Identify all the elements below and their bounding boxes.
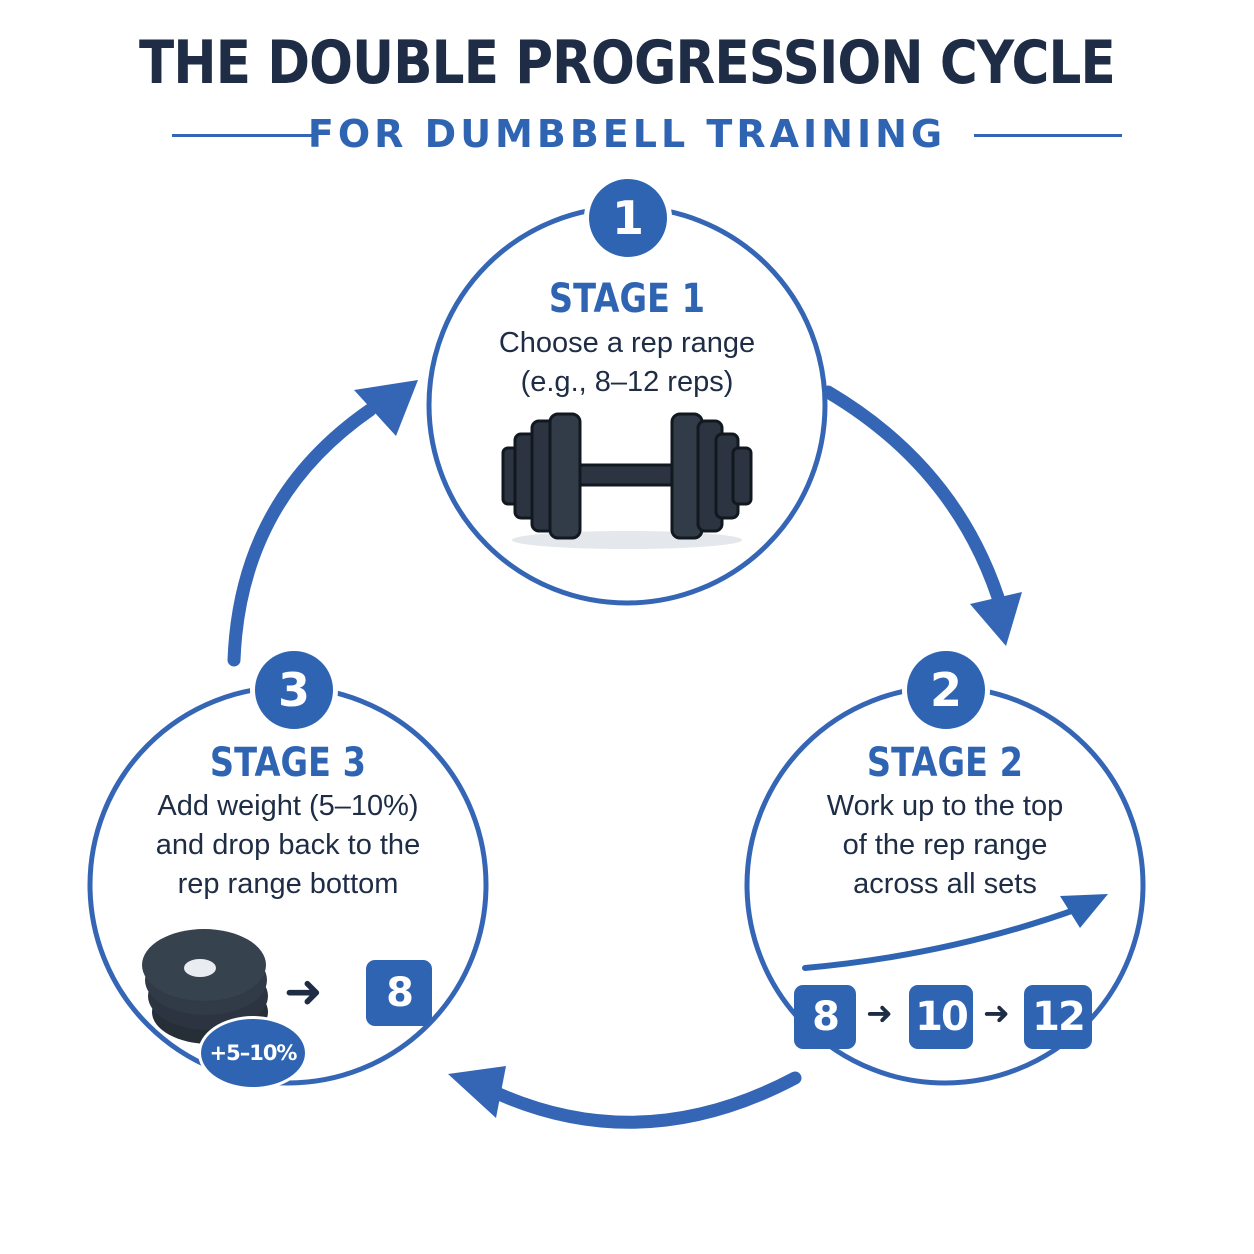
rep-box-top: 12 xyxy=(1024,985,1092,1049)
arrow-stage3-to-stage1 xyxy=(227,403,377,667)
stage1-description: Choose a rep range (e.g., 8–12 reps) xyxy=(447,324,807,402)
stage1-desc-line: (e.g., 8–12 reps) xyxy=(520,366,734,398)
subtitle-rule-left xyxy=(172,134,318,137)
stage3-desc-line: Add weight (5–10%) xyxy=(157,790,419,822)
arrow-stage2-to-stage3 xyxy=(483,1071,802,1129)
arrow-right-icon: ➜ xyxy=(866,994,893,1032)
stage3-desc-line: rep range bottom xyxy=(177,868,399,900)
arrow-stage2-to-stage3-head xyxy=(448,1066,506,1118)
subtitle-rule-right xyxy=(974,134,1122,137)
target-rep-box: 8 xyxy=(366,960,432,1026)
stage2-number-badge: 2 xyxy=(902,646,990,734)
rep-box-start: 8 xyxy=(794,985,856,1049)
stage3-description: Add weight (5–10%) and drop back to the … xyxy=(108,787,468,904)
dumbbell-icon xyxy=(501,412,753,549)
arrow-stage3-to-stage1-head xyxy=(354,380,418,436)
stage2-desc-line: Work up to the top xyxy=(826,790,1064,822)
stage1-heading: STAGE 1 xyxy=(548,276,706,322)
arrow-right-icon: ➜ xyxy=(983,994,1010,1032)
page-title: THE DOUBLE PROGRESSION CYCLE xyxy=(139,28,1116,98)
rep-box-middle: 10 xyxy=(909,985,973,1049)
stage1-desc-line: Choose a rep range xyxy=(498,327,756,359)
stage2-desc-line: across all sets xyxy=(853,868,1037,900)
stage1-number-badge: 1 xyxy=(584,174,672,262)
stage3-desc-line: and drop back to the xyxy=(155,829,421,861)
weight-increase-badge: +5–10% xyxy=(198,1016,308,1090)
stage2-description: Work up to the top of the rep range acro… xyxy=(765,787,1125,904)
page-subtitle: FOR DUMBBELL TRAINING xyxy=(307,112,947,156)
stage2-heading: STAGE 2 xyxy=(866,740,1024,786)
stage3-heading: STAGE 3 xyxy=(209,740,367,786)
arrow-stage1-to-stage2 xyxy=(821,385,1009,617)
arrow-right-icon: ➜ xyxy=(284,964,323,1018)
rising-arrow-icon xyxy=(802,894,1108,971)
arrow-stage1-to-stage2-head xyxy=(970,592,1022,646)
stage3-number-badge: 3 xyxy=(250,646,338,734)
stage2-desc-line: of the rep range xyxy=(842,829,1048,861)
